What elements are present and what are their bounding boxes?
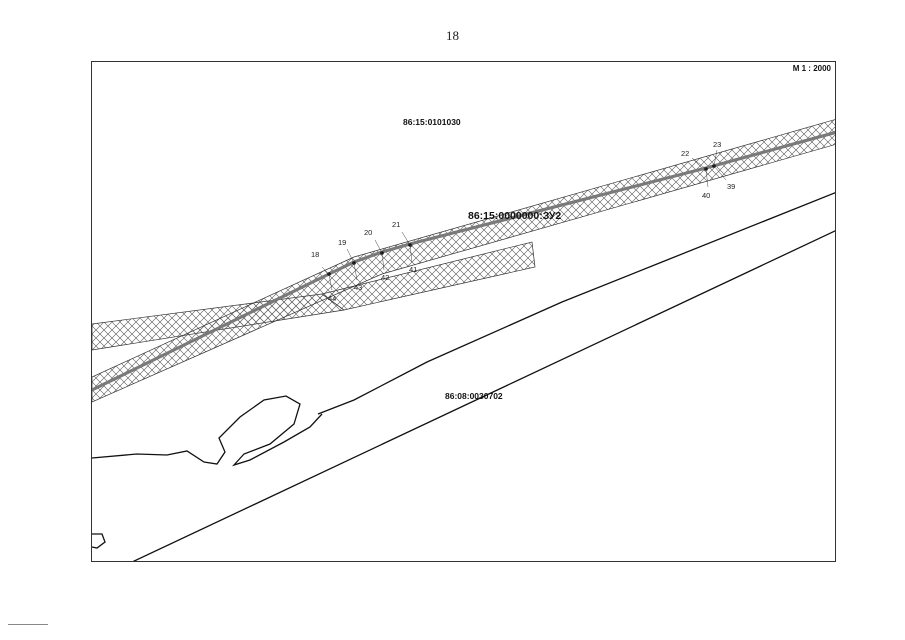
point-label-20: 20 xyxy=(364,228,373,237)
road-edge-upper xyxy=(317,192,835,415)
point-label-18: 18 xyxy=(311,250,320,259)
point-label-22: 22 xyxy=(681,149,690,158)
point-label-23: 23 xyxy=(713,140,722,149)
point-label-42: 42 xyxy=(381,273,390,282)
parcel-label-south: 86:08:0030702 xyxy=(445,391,503,401)
point-label-21: 21 xyxy=(392,220,401,229)
map-canvas xyxy=(92,119,835,561)
point-label-39: 39 xyxy=(727,182,736,191)
page-number: 18 xyxy=(446,28,459,43)
point-label-19: 19 xyxy=(338,238,347,247)
shoreline xyxy=(92,395,323,467)
shore-fragment xyxy=(92,533,106,549)
point-label-44: 44 xyxy=(328,294,337,303)
map-frame[interactable]: M 1 : 2000 86:15:0101030 86:15:0000000:З… xyxy=(91,61,836,562)
hatched-strip-main xyxy=(92,119,835,403)
hatched-strip-branch xyxy=(321,241,536,311)
parcel-label-main: 86:15:0000000:ЗУ2 xyxy=(468,210,562,222)
point-label-41: 41 xyxy=(409,265,418,274)
point-leaders xyxy=(321,149,727,291)
parcel-label-north: 86:15:0101030 xyxy=(403,117,461,127)
road-edge-lower xyxy=(132,230,835,561)
footer-rule xyxy=(8,624,48,625)
map-scale: M 1 : 2000 xyxy=(792,64,831,73)
point-label-40: 40 xyxy=(702,191,711,200)
point-label-43: 43 xyxy=(354,283,363,292)
